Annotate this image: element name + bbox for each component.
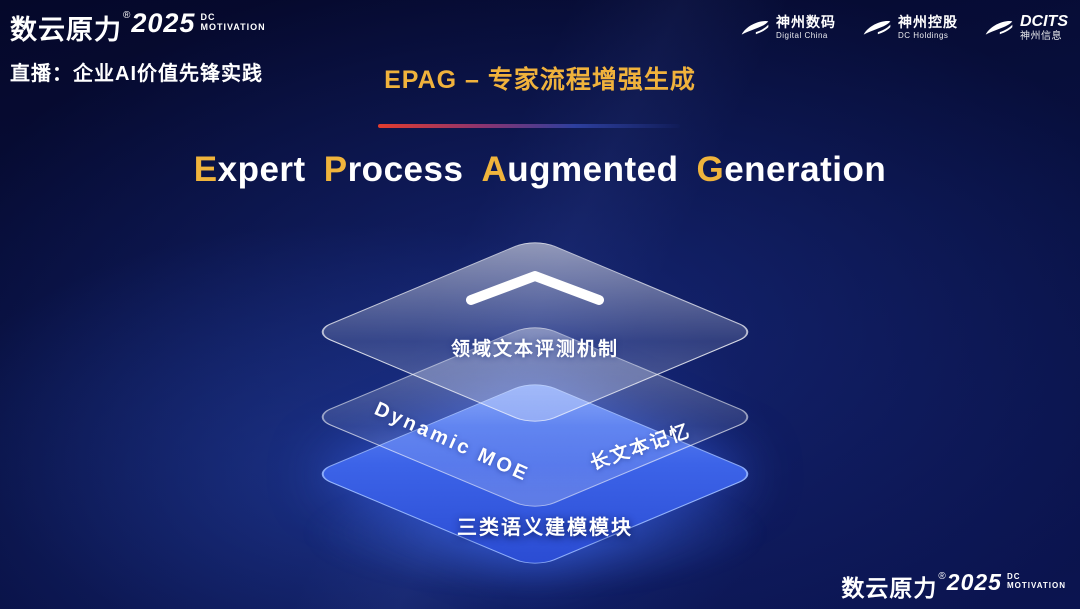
dc-holdings-text: 神州控股 DC Holdings: [898, 14, 958, 40]
subtitle-expert-process-augmented-generation: Expert Process Augmented Generation: [0, 150, 1080, 190]
subtitle-word-initial: P: [323, 150, 348, 189]
dc-holdings-swoosh-icon: [863, 20, 891, 35]
dcits-logo: DCITS 神州信息: [984, 12, 1068, 43]
top-layer-label: 领域文本评测机制: [450, 339, 619, 360]
brand-motivation: MOTIVATION: [1006, 581, 1066, 591]
brand-dc: DC: [1006, 572, 1021, 581]
brand-registered-mark: ®: [123, 10, 131, 21]
subtitle-word: Augmented: [481, 150, 678, 189]
brand-year: 2025: [946, 569, 1002, 595]
dcits-cn-sub: 神州信息: [1020, 31, 1062, 43]
brand-year: 2025: [131, 8, 196, 38]
partner-logos: 神州数码 Digital China 神州控股 DC Holdings DCIT…: [740, 12, 1068, 43]
dc-holdings-logo: 神州控股 DC Holdings: [862, 14, 958, 40]
subtitle-word-rest: xpert: [217, 150, 306, 189]
brand-dc: DC: [200, 12, 216, 22]
subtitle-word: Process: [324, 150, 464, 189]
subtitle-word: Expert: [194, 150, 306, 189]
digital-china-en: Digital China: [776, 31, 828, 41]
brand-subtext: DC MOTIVATION: [1007, 572, 1066, 590]
brand-logo-bottom-right: 数云原力®2025 DC MOTIVATION: [841, 569, 1066, 603]
dc-holdings-en: DC Holdings: [898, 31, 949, 41]
page-title: EPAG – 专家流程增强生成: [384, 66, 696, 94]
subtitle-word-initial: A: [481, 150, 508, 189]
live-stream-label: 直播：企业AI价值先锋实践: [10, 63, 263, 85]
brand-motivation: MOTIVATION: [200, 22, 266, 33]
dcits-text: DCITS 神州信息: [1020, 12, 1068, 43]
brand-subtext: DC MOTIVATION: [200, 12, 265, 33]
digital-china-logo: 神州数码 Digital China: [740, 14, 836, 40]
subtitle-word-initial: G: [696, 150, 725, 189]
bottom-layer-label: 三类语义建模模块: [457, 517, 633, 539]
subtitle-word-rest: ugmented: [507, 150, 679, 189]
subtitle-word: Generation: [696, 150, 886, 189]
brand-logo-top-left: 数云原力®2025 DC MOTIVATION: [10, 8, 266, 47]
brand-registered-mark: ®: [938, 571, 946, 582]
dcits-name: DCITS: [1020, 13, 1068, 30]
subtitle-word-rest: eneration: [724, 150, 887, 189]
subtitle-word-rest: rocess: [347, 150, 464, 189]
dc-holdings-cn: 神州控股: [898, 14, 958, 31]
dcits-swoosh-icon: [985, 20, 1013, 35]
brand-name: 数云原力: [10, 15, 122, 45]
subtitle-word-initial: E: [193, 150, 218, 189]
brand-name: 数云原力: [841, 575, 938, 601]
digital-china-swoosh-icon: [741, 20, 769, 35]
chevron-up-icon: [466, 271, 604, 305]
digital-china-cn: 神州数码: [776, 14, 836, 31]
title-gradient-divider: [378, 124, 680, 128]
digital-china-text: 神州数码 Digital China: [776, 14, 836, 40]
